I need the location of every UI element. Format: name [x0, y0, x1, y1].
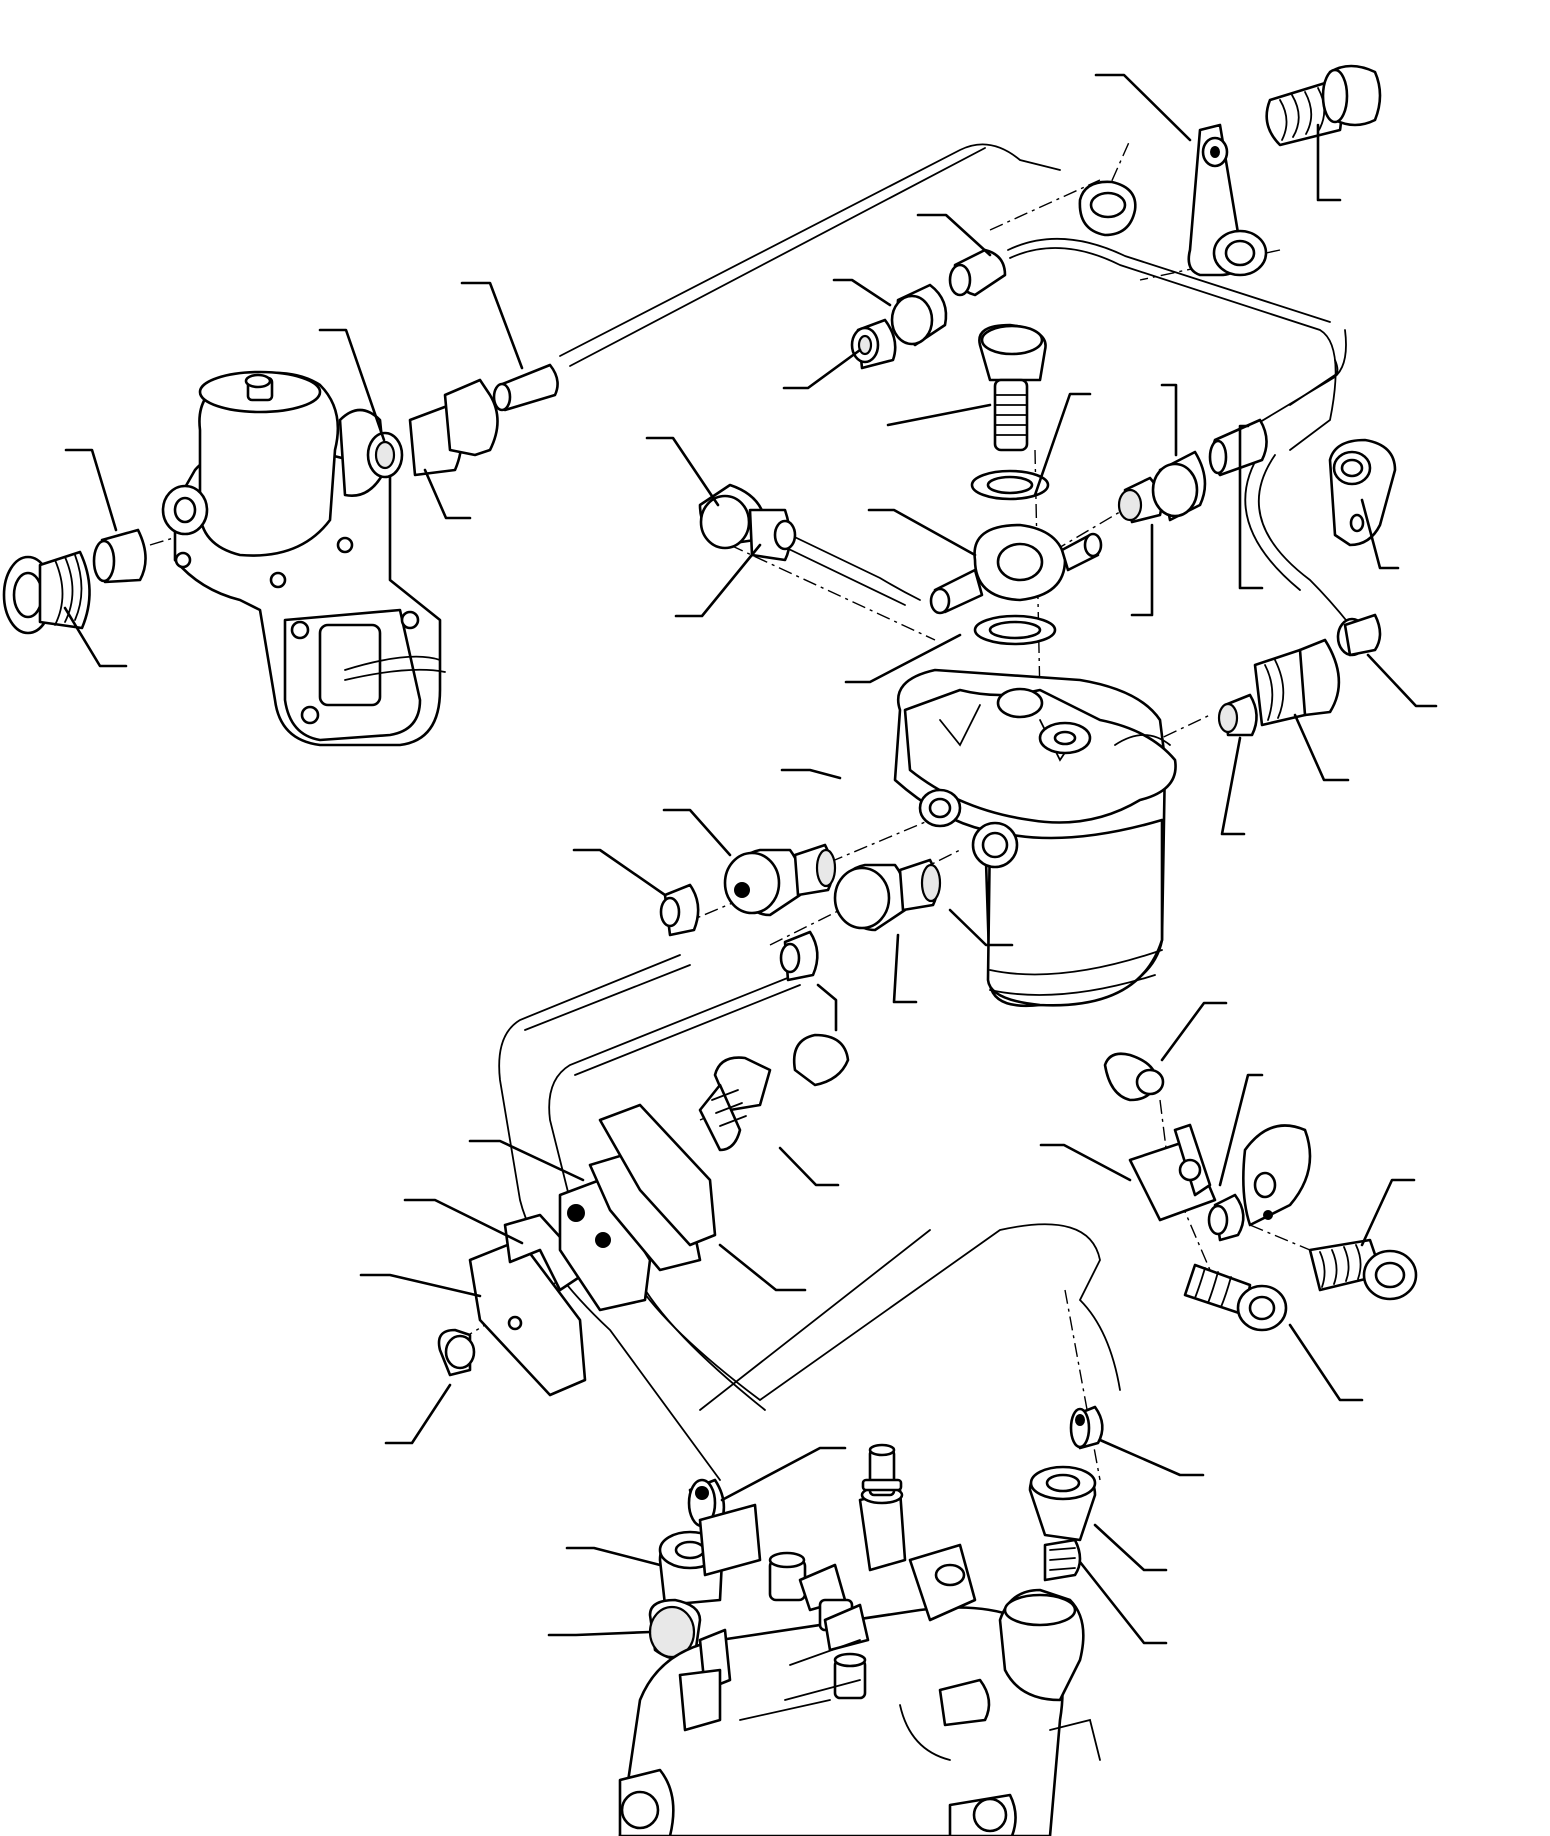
callout-leader-38: [403, 1198, 524, 1245]
callout-leader-8: [423, 468, 472, 520]
callout-leader-26: [572, 848, 667, 897]
pump-inlet-fittings: [2, 528, 147, 635]
callout-leader-15: [867, 508, 977, 557]
callout-leader-7: [318, 328, 386, 442]
bolt-top-right: [1265, 64, 1382, 147]
callout-leader-17: [1160, 383, 1178, 457]
filter-inlet-fittings: [659, 843, 942, 982]
callout-leader-12: [674, 543, 762, 618]
callout-leader-23: [1220, 736, 1246, 836]
filter-banjo-assembly: [929, 323, 1103, 646]
fuel-feed-pump: [161, 370, 446, 747]
filter-right-fittings: [1117, 418, 1268, 524]
callout-leader-10: [63, 606, 128, 668]
injection-pump: [618, 1443, 1101, 1836]
banjo-side-fittings: [698, 483, 797, 562]
callout-leader-24: [780, 768, 842, 780]
callout-leader-5: [782, 348, 862, 390]
callout-leader-37: [468, 1139, 585, 1182]
fuel-pipes: [498, 143, 1351, 1481]
callout-leader-14: [1033, 392, 1092, 497]
callout-leader-21: [1366, 653, 1438, 708]
callout-leader-43: [1093, 1523, 1168, 1572]
callout-leader-34: [1288, 1323, 1364, 1402]
callout-leader-46: [547, 1630, 652, 1637]
callout-leader-18: [1238, 424, 1264, 590]
pump-outlet-fittings: [366, 363, 559, 479]
callout-leader-44: [1078, 1560, 1168, 1645]
callout-leader-9: [64, 448, 118, 532]
callout-leader-2: [1316, 123, 1342, 202]
callout-leader-42: [1098, 1438, 1205, 1477]
callout-leader-13: [886, 403, 992, 427]
callout-leader-32: [1039, 1143, 1132, 1182]
callout-leader-11: [645, 436, 720, 507]
pipe-clip-top: [1078, 123, 1268, 277]
callout-leader-35: [778, 1146, 840, 1187]
callout-leader-40: [384, 1383, 452, 1445]
callout-leader-30: [1160, 1001, 1228, 1062]
callout-leader-36: [718, 1243, 807, 1292]
callout-leader-1: [1094, 73, 1192, 142]
callout-leader-28: [816, 983, 838, 1032]
callout-leader-22: [1293, 713, 1350, 782]
callout-leader-16: [844, 633, 962, 684]
callout-leader-39: [359, 1273, 482, 1298]
callout-leader-25: [662, 808, 732, 857]
fuel-filter: [893, 668, 1177, 1008]
callout-leader-20: [1360, 498, 1400, 570]
callout-leader-3: [916, 213, 992, 257]
callout-leader-41: [720, 1446, 847, 1502]
bolts-right: [1183, 1238, 1418, 1332]
pipe-clamp-right: [1328, 438, 1397, 547]
pipe-bracket-assembly: [437, 1033, 850, 1397]
callout-leader-29: [892, 933, 918, 1004]
clamp-bracket-right: [1103, 1052, 1312, 1242]
callout-leader-45: [565, 1546, 662, 1567]
callout-leader-33: [1360, 1178, 1416, 1247]
callout-leader-19: [1130, 523, 1154, 617]
filter-outlet-fittings: [1217, 613, 1382, 737]
callout-leader-31: [1218, 1073, 1264, 1187]
callout-leader-4: [832, 278, 892, 307]
callout-leader-6: [460, 281, 524, 370]
callout-leader-lines: [63, 73, 1438, 1645]
callout-leader-27: [948, 908, 1014, 947]
top-center-fittings: [850, 248, 1007, 370]
